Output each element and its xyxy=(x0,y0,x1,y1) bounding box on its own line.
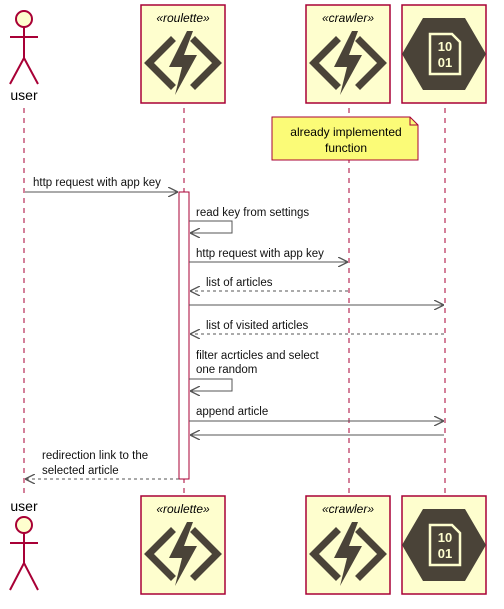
message-redirection-link: redirection link to the selected article xyxy=(26,450,179,479)
message-read-key: read key from settings xyxy=(189,207,309,233)
crawler-stereotype: «crawler» xyxy=(322,502,374,516)
roulette-stereotype: «roulette» xyxy=(156,502,210,516)
message-label: redirection link to the xyxy=(42,450,148,462)
message-http-request-1: http request with app key xyxy=(25,177,177,192)
message-label: list of articles xyxy=(206,277,273,289)
storage-icon-text-top: 10 xyxy=(438,39,452,54)
message-label: one random xyxy=(196,364,257,376)
message-filter-articles: filter acrticles and select one random xyxy=(189,350,320,391)
message-append-article: append article xyxy=(189,406,443,421)
binary-storage-icon: 10 01 xyxy=(402,509,486,581)
participant-storage-bottom: 10 01 xyxy=(401,495,487,595)
crawler-stereotype: «crawler» xyxy=(322,11,374,25)
stickman-icon xyxy=(9,10,39,85)
actor-user-bottom: user xyxy=(9,498,39,591)
stickman-icon xyxy=(9,516,39,591)
participant-storage-top: 10 01 xyxy=(401,4,487,104)
message-list-of-articles: list of articles xyxy=(191,277,348,291)
participant-crawler-top: «crawler» xyxy=(305,4,391,104)
activation-bar-roulette xyxy=(178,191,190,480)
message-label: append article xyxy=(196,406,268,418)
actor-user-label: user xyxy=(10,87,38,103)
actor-user-top: user xyxy=(9,10,39,103)
note-line-1: already implemented xyxy=(290,125,401,139)
participant-roulette-bottom: «roulette» xyxy=(140,495,226,595)
storage-icon-text-top: 10 xyxy=(438,530,452,545)
storage-icon-text-bottom: 01 xyxy=(438,546,452,561)
actor-user-label: user xyxy=(10,498,38,514)
storage-icon-text-bottom: 01 xyxy=(438,55,452,70)
message-http-request-2: http request with app key xyxy=(189,248,347,262)
message-label: filter acrticles and select xyxy=(196,350,320,362)
lifelines xyxy=(23,108,446,495)
roulette-stereotype: «roulette» xyxy=(156,11,210,25)
message-label: http request with app key xyxy=(33,177,161,189)
binary-storage-icon: 10 01 xyxy=(402,18,486,90)
note-already-implemented: already implemented function xyxy=(271,116,419,161)
message-label: selected article xyxy=(42,465,119,477)
message-label: list of visited articles xyxy=(206,320,309,332)
participant-roulette-top: «roulette» xyxy=(140,4,226,104)
participant-crawler-bottom: «crawler» xyxy=(305,495,391,595)
note-line-2: function xyxy=(325,141,367,155)
message-list-of-visited-articles: list of visited articles xyxy=(191,320,444,334)
message-label: read key from settings xyxy=(196,207,309,219)
message-label: http request with app key xyxy=(196,248,324,260)
